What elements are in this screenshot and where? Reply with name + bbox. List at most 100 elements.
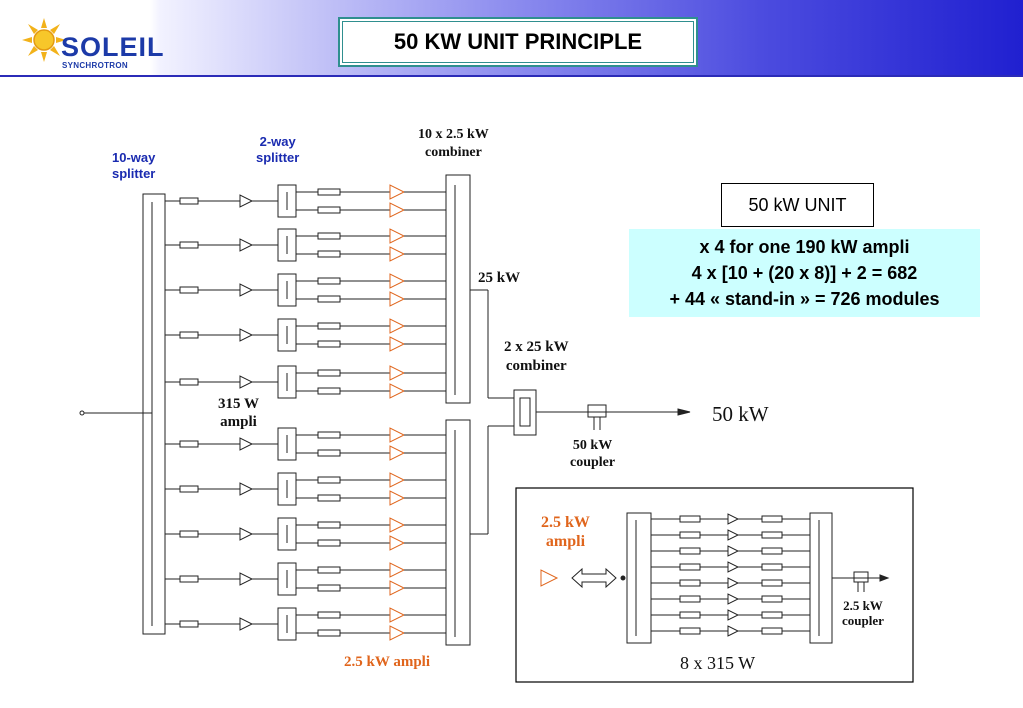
inset-attenuator bbox=[761, 595, 783, 603]
amp-25kw-triangle bbox=[389, 318, 406, 334]
amp-315w-triangle bbox=[239, 437, 254, 451]
attenuator bbox=[317, 449, 341, 457]
sun-icon bbox=[22, 18, 64, 62]
amp-25kw-triangle bbox=[389, 228, 406, 244]
attenuator bbox=[317, 206, 341, 214]
attenuator bbox=[317, 494, 341, 502]
amp-25kw-triangle bbox=[389, 336, 406, 352]
splitter-2way bbox=[277, 517, 297, 551]
combiner-2x bbox=[513, 389, 537, 436]
input-port bbox=[79, 410, 85, 416]
label-25kw: 25 kW bbox=[478, 270, 521, 286]
combiner-10x-upper bbox=[445, 174, 471, 404]
inset-frame bbox=[515, 487, 914, 683]
inset-schematic bbox=[540, 512, 890, 644]
amp-315w-triangle bbox=[239, 238, 254, 252]
attenuator bbox=[317, 611, 341, 619]
inset-splitter bbox=[626, 512, 652, 644]
inset-caption: 8 x 315 W bbox=[680, 653, 756, 673]
attenuator bbox=[317, 521, 341, 529]
inset-amp-triangle bbox=[727, 577, 740, 589]
inset-attenuator bbox=[679, 531, 701, 539]
combiner-2x-inner bbox=[519, 397, 531, 427]
inset-amp-triangle bbox=[727, 513, 740, 525]
splitter-2way bbox=[277, 318, 297, 352]
logo-subtext: SYNCHROTRON bbox=[62, 61, 128, 70]
attenuator bbox=[179, 241, 199, 249]
splitter-2way bbox=[277, 472, 297, 506]
inset-attenuator bbox=[761, 627, 783, 635]
info-line: + 44 « stand-in » = 726 modules bbox=[669, 289, 940, 309]
inset-label-coupler: 2.5 kW coupler bbox=[842, 598, 884, 628]
attenuator bbox=[179, 440, 199, 448]
amp-315w-triangle bbox=[239, 194, 254, 208]
attenuator bbox=[317, 322, 341, 330]
double-arrow-icon bbox=[571, 567, 617, 589]
attenuator bbox=[179, 485, 199, 493]
amp-315w-triangle bbox=[239, 283, 254, 297]
amp-25kw-triangle bbox=[389, 580, 406, 596]
title-frame: 50 KW UNIT PRINCIPLE bbox=[342, 21, 694, 63]
inset-attenuator bbox=[679, 595, 701, 603]
amp-25kw-triangle bbox=[389, 184, 406, 200]
inset-attenuator bbox=[679, 515, 701, 523]
amp-315w-triangle bbox=[239, 527, 254, 541]
inset-coupler bbox=[853, 571, 869, 583]
header-rule bbox=[0, 75, 1023, 77]
amp-25kw-triangle bbox=[389, 383, 406, 399]
amp-25kw-triangle bbox=[389, 273, 406, 289]
attenuator bbox=[179, 331, 199, 339]
attenuator bbox=[317, 188, 341, 196]
amp-25kw-triangle bbox=[389, 625, 406, 641]
attenuator bbox=[317, 476, 341, 484]
inset-amp-triangle bbox=[727, 529, 740, 541]
info-box: x 4 for one 190 kW ampli 4 x [10 + (20 x… bbox=[629, 229, 980, 317]
attenuator bbox=[317, 566, 341, 574]
inset-amp-triangle bbox=[727, 561, 740, 573]
splitter-10way bbox=[142, 193, 166, 635]
logo-text: SOLEIL bbox=[61, 32, 165, 62]
amp-25kw-triangle bbox=[389, 472, 406, 488]
splitter-2way bbox=[277, 273, 297, 307]
inset-attenuator bbox=[761, 579, 783, 587]
attenuator bbox=[317, 539, 341, 547]
attenuator bbox=[317, 250, 341, 258]
splitter-2way bbox=[277, 228, 297, 262]
amp-25kw-triangle bbox=[389, 365, 406, 381]
inset-attenuator bbox=[679, 563, 701, 571]
inset-amp-triangle bbox=[727, 609, 740, 621]
amp-315w-triangle bbox=[239, 482, 254, 496]
inset-attenuator bbox=[679, 627, 701, 635]
inset-label-ampli: 2.5 kW ampli bbox=[541, 514, 590, 550]
attenuator bbox=[317, 629, 341, 637]
attenuator bbox=[317, 431, 341, 439]
splitter-2way bbox=[277, 607, 297, 641]
label-10way-splitter: 10-way splitter bbox=[112, 150, 156, 181]
main-schematic bbox=[79, 174, 691, 646]
amp-25kw-triangle bbox=[389, 490, 406, 506]
attenuator bbox=[317, 232, 341, 240]
label-315w-ampli: 315 W ampli bbox=[218, 396, 259, 430]
combiner-10x-lower bbox=[445, 419, 471, 646]
splitter-2way bbox=[277, 562, 297, 596]
attenuator bbox=[179, 620, 199, 628]
attenuator bbox=[317, 387, 341, 395]
label-10x-combiner: 10 x 2.5 kW combiner bbox=[418, 127, 489, 160]
label-25kw-ampli: 2.5 kW ampli bbox=[344, 654, 430, 670]
page-title: 50 KW UNIT PRINCIPLE bbox=[393, 29, 643, 54]
amp-315w-triangle bbox=[239, 617, 254, 631]
amp-25kw-triangle bbox=[389, 202, 406, 218]
amp-25kw-triangle bbox=[389, 562, 406, 578]
amp-315w-triangle bbox=[239, 572, 254, 586]
amp-25kw-triangle bbox=[389, 607, 406, 623]
label-50kw-output: 50 kW bbox=[712, 402, 769, 426]
inset-attenuator bbox=[679, 547, 701, 555]
attenuator bbox=[179, 197, 199, 205]
attenuator bbox=[317, 295, 341, 303]
amp-315w-triangle bbox=[239, 375, 254, 389]
label-2way-splitter: 2-way splitter bbox=[256, 134, 300, 165]
attenuator bbox=[317, 584, 341, 592]
attenuator bbox=[317, 277, 341, 285]
amp-25kw-triangle bbox=[389, 291, 406, 307]
